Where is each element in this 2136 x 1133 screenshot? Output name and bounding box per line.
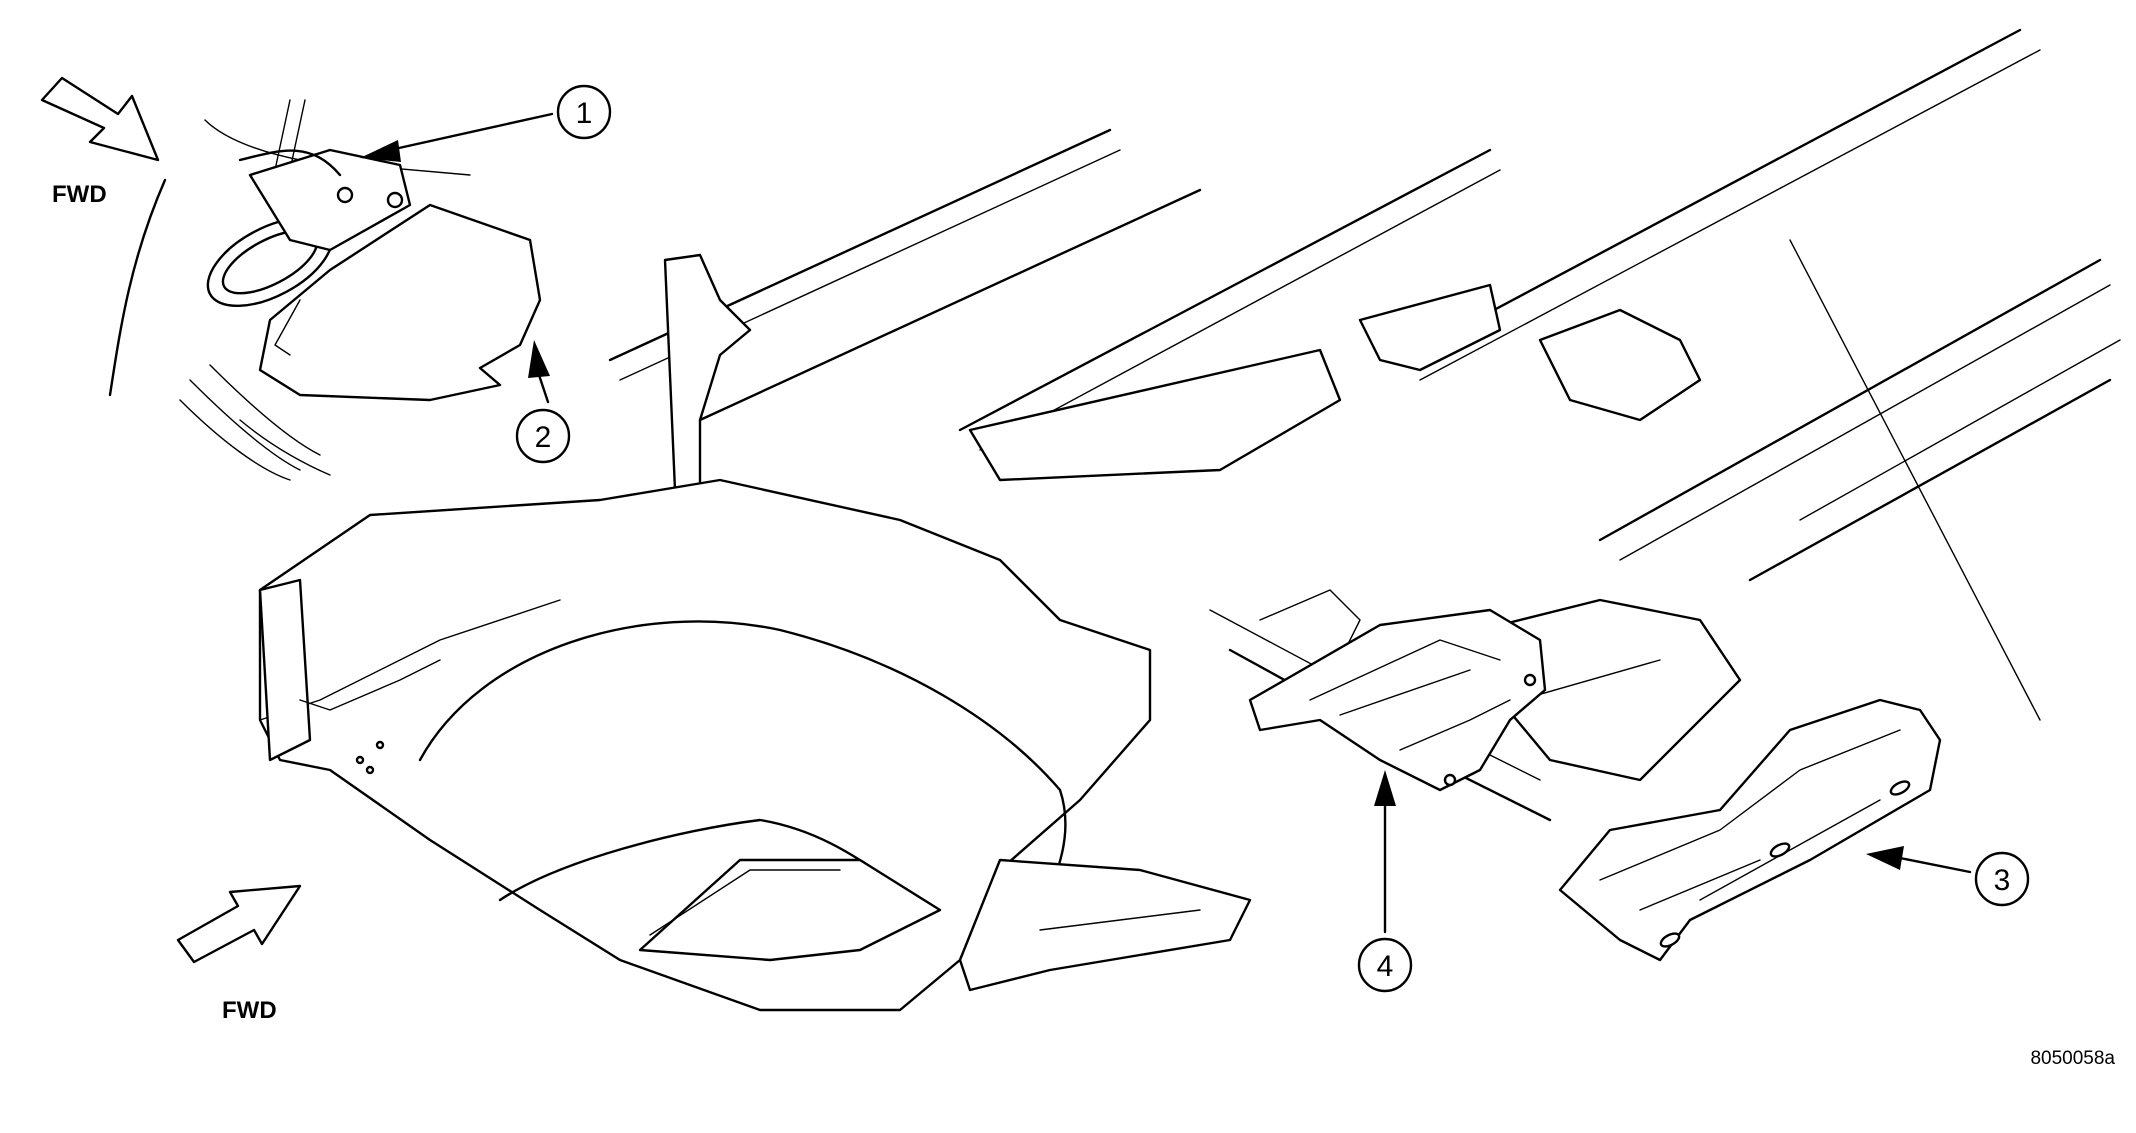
- fwd-arrow-upper: [40, 76, 160, 162]
- fwd-label-lower: FWD: [222, 997, 277, 1024]
- callout-4: 4: [1357, 770, 1413, 993]
- fwd-label-upper: FWD: [52, 181, 107, 208]
- callout-4-number: 4: [1377, 950, 1394, 983]
- rear-heat-shield: [1558, 698, 1942, 962]
- callout-1-number: 1: [576, 97, 593, 130]
- callout-3: 3: [1866, 846, 2030, 907]
- callout-2-number: 2: [535, 421, 552, 454]
- muffler-heat-shield: [258, 203, 542, 402]
- tunnel-heat-shield: [1248, 608, 1547, 792]
- vehicle-underbody: [258, 28, 2121, 1012]
- callout-2: 2: [515, 340, 571, 464]
- fwd-arrow-lower: [176, 884, 302, 964]
- hanger-bracket: [248, 148, 412, 252]
- figure-id: 8050058a: [2030, 1048, 2115, 1069]
- callout-3-number: 3: [1994, 864, 2011, 897]
- callout-1: 1: [360, 84, 612, 162]
- inset-muffler-detail: [108, 99, 542, 481]
